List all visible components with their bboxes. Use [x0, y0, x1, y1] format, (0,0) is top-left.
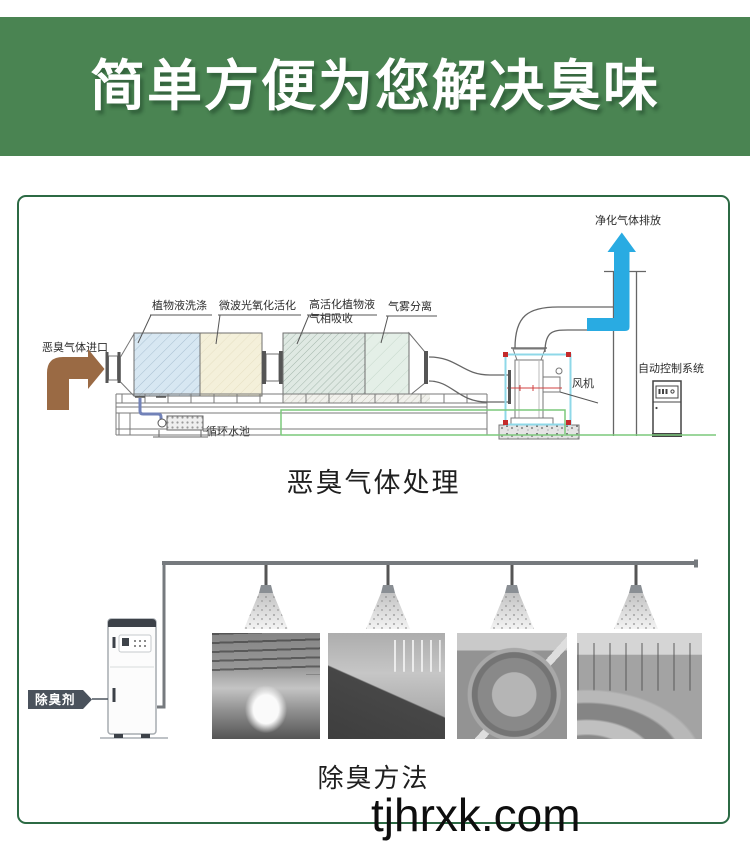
control-system-label: 自动控制系统	[638, 362, 704, 375]
stage3-box	[282, 332, 366, 397]
outlet-label: 净化气体排放	[595, 214, 661, 227]
header-banner: 简单方便为您解决臭味	[0, 17, 750, 156]
photo-factory-interior	[212, 633, 320, 739]
circulation-system	[135, 396, 208, 438]
stage1-box	[133, 332, 201, 397]
connector-duct	[265, 353, 280, 382]
watermark-url: tjhrxk.com	[371, 789, 581, 841]
green-return-line	[280, 409, 716, 436]
outlet-s-duct	[428, 356, 508, 403]
spray-nozzles	[244, 565, 658, 629]
treatment-caption: 恶臭气体处理	[286, 468, 461, 499]
treatment-stages	[133, 331, 428, 398]
nozzle	[490, 565, 534, 629]
photo-aeration-channels	[577, 633, 702, 739]
photo-workshop-equipment	[328, 633, 445, 739]
purified-gas-arrow	[587, 232, 636, 331]
photo-clarifier-tank	[457, 633, 567, 739]
stage1-label: 植物液洗涤	[152, 299, 207, 312]
water-tank	[166, 415, 204, 431]
fan-label: 风机	[572, 377, 594, 390]
inlet-duct	[105, 332, 135, 398]
inlet-label: 恶臭气体进口	[42, 341, 108, 354]
stage2-label: 微波光氧化活化	[219, 299, 296, 312]
stage4-box	[364, 332, 410, 397]
method-caption: 除臭方法	[317, 764, 430, 794]
label-leader-lines	[137, 314, 599, 404]
fan-unit	[498, 347, 580, 440]
stage4-label: 气雾分离	[388, 300, 432, 313]
nozzle	[614, 565, 658, 629]
fan-foundation	[498, 424, 580, 440]
dispenser-cabinet	[100, 618, 168, 739]
outlet-cone	[408, 331, 426, 398]
frame-posts	[121, 394, 468, 403]
fan-shaft-line	[507, 385, 562, 391]
odor-gas-inlet-arrow	[47, 349, 105, 410]
control-cabinet	[652, 380, 682, 437]
pump	[157, 418, 167, 428]
nozzle	[366, 565, 410, 629]
fan-cyan-frame	[504, 353, 572, 426]
banner-title: 简单方便为您解决臭味	[89, 54, 660, 118]
spray-pipe	[157, 559, 698, 709]
corner-markers	[503, 352, 571, 425]
stage2-box	[199, 332, 263, 397]
support-frame	[115, 393, 488, 436]
nozzle	[244, 565, 288, 629]
deodorant-tag: 除臭剂	[28, 690, 92, 709]
